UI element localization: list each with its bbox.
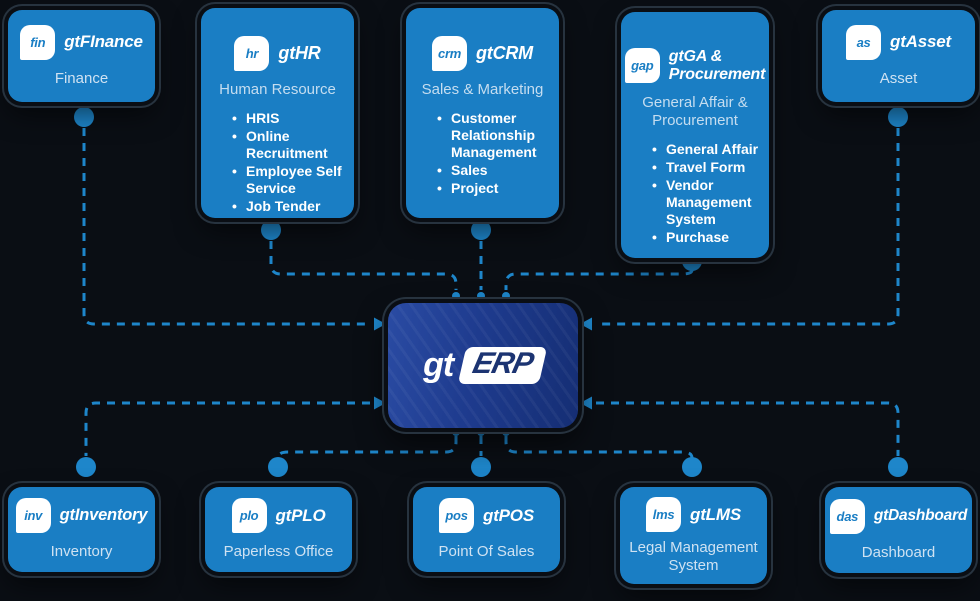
module-feature-list: General Affair Travel Form Vendor Manage… (621, 141, 769, 247)
connector-ga-erp (504, 269, 694, 290)
feature-item: Online Recruitment (232, 128, 348, 162)
feature-item: Customer Relationship Management (437, 110, 553, 161)
connector-erp-dashboard (596, 401, 900, 456)
asset-abbr-icon: as (846, 24, 882, 60)
erp-port-bottom-3 (502, 428, 510, 436)
module-title: gtLMS (690, 504, 741, 524)
erp-logo-badge: ERP (457, 347, 548, 384)
node-dot-inventory (76, 457, 96, 477)
erp-core-box: gt ERP (388, 303, 578, 428)
crm-abbr-icon: crm (432, 36, 467, 71)
module-box-crm: crm gtCRM Sales & Marketing Customer Rel… (406, 8, 559, 218)
inventory-abbr-icon: inv (15, 498, 51, 534)
module-box-ga-procurement: gap gtGA & Procurement General Affair & … (621, 12, 769, 258)
erp-logo-text: ERP (469, 347, 537, 380)
node-dot-asset (888, 107, 908, 127)
module-header: lms gtLMS (640, 497, 747, 533)
module-box-pos: pos gtPOS Point Of Sales (413, 487, 560, 572)
node-dot-crm (471, 220, 491, 240)
feature-item: Project (437, 180, 553, 197)
module-title: gtFInance (64, 32, 143, 52)
erp-port-top-1 (452, 292, 460, 300)
plo-abbr-icon: plo (231, 498, 267, 534)
module-box-dashboard: das gtDashboard Dashboard (825, 487, 972, 573)
finance-abbr-icon: fin (20, 24, 56, 60)
node-dot-pos (471, 457, 491, 477)
module-label: Legal Management System (629, 539, 758, 574)
node-dot-finance (74, 107, 94, 127)
dashboard-abbr-icon: das (829, 498, 865, 534)
module-box-asset: as gtAsset Asset (822, 10, 975, 102)
feature-item: HRIS (232, 110, 348, 127)
module-header: plo gtPLO (226, 498, 332, 534)
module-box-plo: plo gtPLO Paperless Office (205, 487, 352, 572)
feature-item: Purchase (652, 229, 763, 246)
module-box-inventory: inv gtInventory Inventory (8, 487, 155, 572)
module-feature-list: Customer Relationship Management Sales P… (406, 110, 559, 198)
module-header: gap gtGA & Procurement (619, 48, 772, 84)
module-header: das gtDashboard (824, 498, 973, 534)
feature-item: Employee Self Service (232, 163, 348, 197)
arrowhead-asset (580, 317, 592, 331)
erp-port-bottom-2 (477, 428, 485, 436)
lms-abbr-icon: lms (646, 497, 682, 533)
arrowhead-dashboard (580, 396, 592, 410)
module-label: Point Of Sales (438, 543, 535, 561)
erp-port-bottom-1 (452, 428, 460, 436)
module-box-finance: fin gtFInance Finance (8, 10, 155, 102)
node-dot-hr (261, 220, 281, 240)
connector-erp-inventory (84, 401, 370, 456)
feature-item: Travel Form (652, 159, 763, 176)
module-label: Asset (879, 69, 918, 87)
module-title: gtAsset (890, 32, 951, 52)
module-label: Paperless Office (223, 543, 334, 561)
erp-logo: gt ERP (423, 346, 548, 385)
module-header: as gtAsset (840, 24, 957, 60)
module-feature-list: HRIS Online Recruitment Employee Self Se… (201, 110, 354, 216)
module-header: inv gtInventory (10, 498, 154, 534)
module-header: fin gtFInance (14, 24, 149, 60)
erp-logo-prefix: gt (423, 346, 454, 384)
gap-abbr-icon: gap (624, 48, 660, 84)
erp-port-top-2 (477, 292, 485, 300)
erp-port-top-3 (502, 292, 510, 300)
connector-erp-plo (276, 436, 458, 459)
connector-hr-erp (269, 241, 458, 290)
module-title: gtInventory (59, 506, 148, 525)
module-label: Finance (54, 69, 109, 87)
module-subtitle: General Affair & Procurement (642, 93, 748, 129)
module-title: gtCRM (476, 43, 533, 63)
node-dot-plo (268, 457, 288, 477)
module-title: gtHR (278, 43, 321, 63)
node-dot-lms (682, 457, 702, 477)
feature-item: Job Tender (232, 198, 348, 215)
feature-item: Vendor Management System (652, 177, 763, 228)
module-title: gtDashboard (873, 507, 968, 525)
hr-abbr-icon: hr (234, 36, 270, 71)
feature-item: Sales (437, 162, 553, 179)
module-label: Dashboard (861, 543, 936, 561)
module-label: Inventory (50, 543, 113, 561)
module-header: pos gtPOS (433, 498, 540, 534)
pos-abbr-icon: pos (439, 498, 475, 534)
feature-item: General Affair (652, 141, 763, 158)
module-subtitle: Human Resource (219, 81, 336, 98)
module-title: gtPOS (483, 505, 534, 525)
module-header: hr gtHR (228, 36, 326, 71)
module-title: gtGA & Procurement (668, 48, 766, 83)
connector-finance-erp (82, 128, 370, 326)
connector-erp-lms (504, 436, 694, 459)
module-subtitle: Sales & Marketing (421, 81, 544, 98)
connector-asset-erp (596, 128, 900, 326)
arrowhead-inventory (374, 396, 386, 410)
module-header: crm gtCRM (426, 36, 539, 71)
module-title: gtPLO (275, 505, 326, 525)
arrowhead-finance (374, 317, 386, 331)
node-dot-dashboard (888, 457, 908, 477)
module-box-hr: hr gtHR Human Resource HRIS Online Recru… (201, 8, 354, 218)
module-box-lms: lms gtLMS Legal Management System (620, 487, 767, 584)
